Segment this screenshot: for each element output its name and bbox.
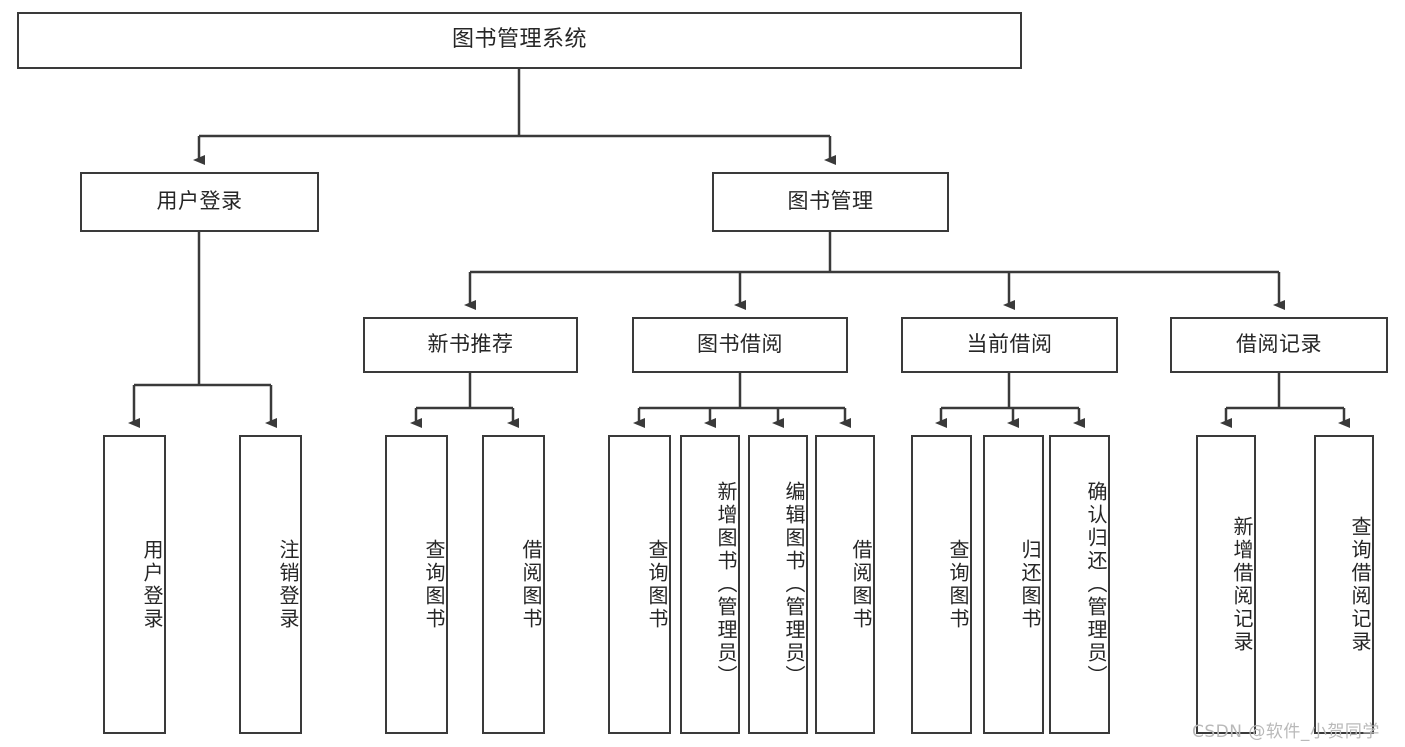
node-root[interactable]: 图书管理系统 bbox=[17, 12, 1022, 69]
node-leaf-user-logout-label: 注销登录 bbox=[276, 538, 300, 631]
node-leaf-borrow-book-2[interactable]: 借阅图书 bbox=[815, 435, 875, 734]
node-leaf-add-record[interactable]: 新增借阅记录 bbox=[1196, 435, 1256, 734]
node-leaf-borrow-book-1-label: 借阅图书 bbox=[519, 538, 543, 631]
node-leaf-add-book-label: 新增图书（管理员） bbox=[714, 481, 738, 688]
node-book-manage[interactable]: 图书管理 bbox=[712, 172, 949, 232]
node-leaf-confirm-return-label: 确认归还（管理员） bbox=[1084, 481, 1108, 688]
node-leaf-edit-book[interactable]: 编辑图书（管理员） bbox=[748, 435, 808, 734]
node-leaf-query-record[interactable]: 查询借阅记录 bbox=[1314, 435, 1374, 734]
node-leaf-query-book-2[interactable]: 查询图书 bbox=[608, 435, 671, 734]
node-book-borrow-label: 图书借阅 bbox=[697, 332, 783, 357]
node-leaf-add-book[interactable]: 新增图书（管理员） bbox=[680, 435, 740, 734]
node-leaf-user-login[interactable]: 用户登录 bbox=[103, 435, 166, 734]
node-leaf-user-logout[interactable]: 注销登录 bbox=[239, 435, 302, 734]
node-book-borrow[interactable]: 图书借阅 bbox=[632, 317, 848, 373]
node-borrow-record[interactable]: 借阅记录 bbox=[1170, 317, 1388, 373]
node-user-login-label: 用户登录 bbox=[156, 189, 243, 214]
node-leaf-query-book-1[interactable]: 查询图书 bbox=[385, 435, 448, 734]
node-leaf-query-book-3[interactable]: 查询图书 bbox=[911, 435, 972, 734]
node-new-book-rec[interactable]: 新书推荐 bbox=[363, 317, 578, 373]
node-root-label: 图书管理系统 bbox=[451, 27, 587, 53]
node-user-login[interactable]: 用户登录 bbox=[80, 172, 319, 232]
node-leaf-confirm-return[interactable]: 确认归还（管理员） bbox=[1049, 435, 1110, 734]
node-leaf-query-book-3-label: 查询图书 bbox=[946, 538, 970, 631]
node-leaf-edit-book-label: 编辑图书（管理员） bbox=[782, 481, 806, 688]
node-borrow-record-label: 借阅记录 bbox=[1236, 332, 1322, 357]
node-leaf-return-book[interactable]: 归还图书 bbox=[983, 435, 1044, 734]
node-leaf-add-record-label: 新增借阅记录 bbox=[1230, 515, 1254, 654]
node-leaf-borrow-book-1[interactable]: 借阅图书 bbox=[482, 435, 545, 734]
node-book-manage-label: 图书管理 bbox=[787, 189, 874, 214]
node-leaf-borrow-book-2-label: 借阅图书 bbox=[849, 538, 873, 631]
node-current-borrow[interactable]: 当前借阅 bbox=[901, 317, 1118, 373]
node-new-book-rec-label: 新书推荐 bbox=[427, 332, 514, 357]
csdn-watermark: CSDN @软件_小贺同学 bbox=[1192, 722, 1380, 742]
node-leaf-query-book-1-label: 查询图书 bbox=[422, 538, 446, 631]
node-leaf-return-book-label: 归还图书 bbox=[1018, 538, 1042, 631]
node-leaf-query-book-2-label: 查询图书 bbox=[645, 538, 669, 631]
node-leaf-user-login-label: 用户登录 bbox=[140, 538, 164, 631]
node-current-borrow-label: 当前借阅 bbox=[966, 332, 1053, 357]
node-leaf-query-record-label: 查询借阅记录 bbox=[1348, 515, 1372, 654]
